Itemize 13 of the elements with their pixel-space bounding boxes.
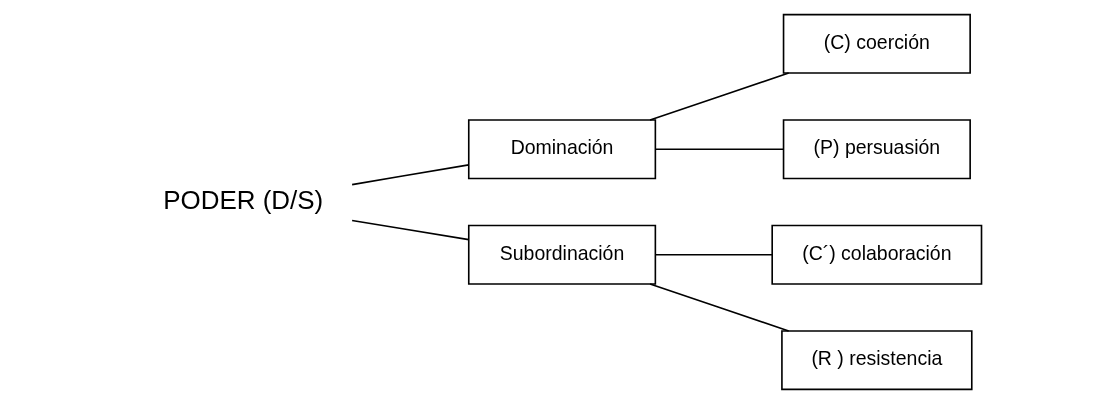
node-box: (C´) colaboración — [770, 224, 982, 285]
connector — [648, 283, 789, 332]
connector — [648, 72, 789, 121]
node-box: (C) coerción — [782, 13, 971, 74]
connector — [654, 253, 773, 256]
node-box: Dominación — [467, 119, 656, 180]
connector — [654, 148, 784, 151]
connector — [350, 219, 469, 241]
node-box: Subordinación — [467, 224, 656, 285]
node-text: PODER (D/S) — [162, 184, 323, 215]
connector — [350, 164, 469, 186]
node-box: (P) persuasión — [782, 119, 971, 180]
node-box: (R ) resistencia — [780, 330, 973, 391]
